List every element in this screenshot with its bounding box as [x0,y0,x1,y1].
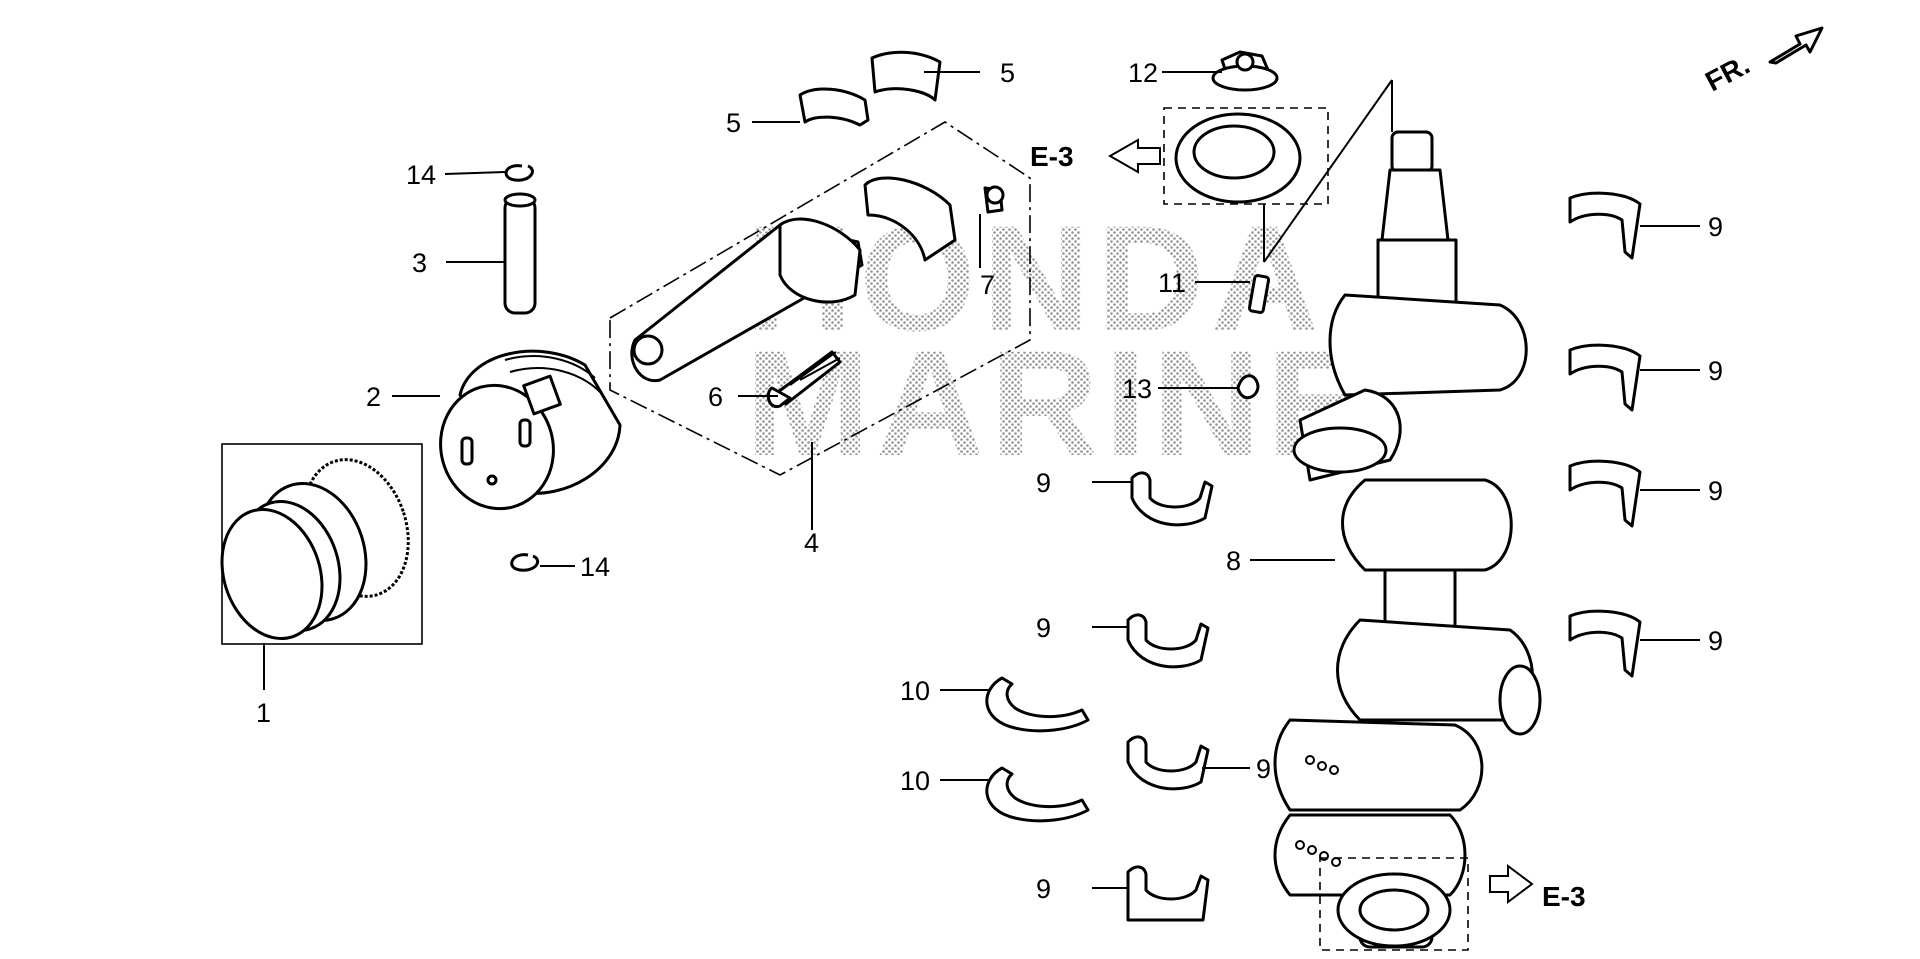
front-arrow-icon [1768,26,1824,65]
callout-9g: 9 [1708,476,1723,506]
oil-seal-upper [1163,107,1329,205]
piston [439,349,622,511]
callout-9f: 9 [1708,356,1723,386]
rod-bearing-upper [870,50,942,102]
callout-9h: 9 [1708,626,1723,656]
callout-4: 4 [804,528,819,558]
callout-9a: 9 [1036,468,1051,498]
main-bearing-right-1 [1568,191,1642,260]
piston-pin [503,192,537,315]
thrust-washer-upper [985,676,1090,733]
main-bearing-right-4 [1568,609,1642,678]
callout-5b: 5 [726,108,741,138]
reference-arrow-top-icon [1107,138,1161,174]
callout-6: 6 [708,382,723,412]
woodruff-key-11 [1247,274,1271,314]
main-bearing-left-1 [1130,471,1214,527]
reference-label-bottom: E-3 [1542,881,1586,912]
reference-arrow-bottom-icon [1489,864,1534,904]
callout-7: 7 [980,270,995,300]
watermark: HONDA MARINE [745,194,1373,487]
rod-bearing-lower [798,87,870,127]
reference-top[interactable]: E-3 [1030,138,1161,174]
callout-2: 2 [366,382,381,412]
callout-11: 11 [1158,268,1186,298]
callout-1: 1 [256,698,271,728]
piston-ring-set [220,443,423,645]
front-direction-indicator: FR. [1700,26,1824,98]
main-bearing-left-3 [1126,735,1210,791]
front-label: FR. [1700,49,1754,98]
callout-9d: 9 [1036,874,1051,904]
callout-5a: 5 [1000,58,1015,88]
ball-bearing-lower [1319,857,1469,951]
callout-9e: 9 [1708,212,1723,242]
leader-lines [263,71,1700,889]
callout-12: 12 [1128,58,1158,88]
callout-10b: 10 [900,766,930,796]
reference-bottom[interactable]: E-3 [1489,864,1586,912]
callout-14a: 14 [406,160,436,190]
watermark-line-2: MARINE [745,319,1373,487]
callout-14b: 14 [580,552,610,582]
main-bearing-right-2 [1568,343,1642,412]
callouts: 1 2 3 4 5 5 6 7 8 12 11 13 14 14 9 9 9 9… [256,58,1723,904]
thrust-washer-lower [985,766,1090,823]
main-bearing-right-3 [1568,459,1642,528]
reference-label-top: E-3 [1030,141,1074,172]
callout-9c: 9 [1256,754,1271,784]
connecting-rod-assembly [609,121,1031,476]
piston-pin-clip-lower [510,553,539,572]
piston-pin-clip-upper [504,164,534,182]
callout-10a: 10 [900,676,930,706]
woodruff-key-13 [1236,374,1260,400]
main-bearing-left-2 [1126,613,1210,669]
crankshaft-nut [1211,50,1279,92]
callout-9b: 9 [1036,613,1051,643]
main-bearing-left-4 [1126,865,1210,922]
callout-8: 8 [1226,546,1241,576]
callout-3: 3 [412,248,427,278]
callout-13: 13 [1122,374,1152,404]
